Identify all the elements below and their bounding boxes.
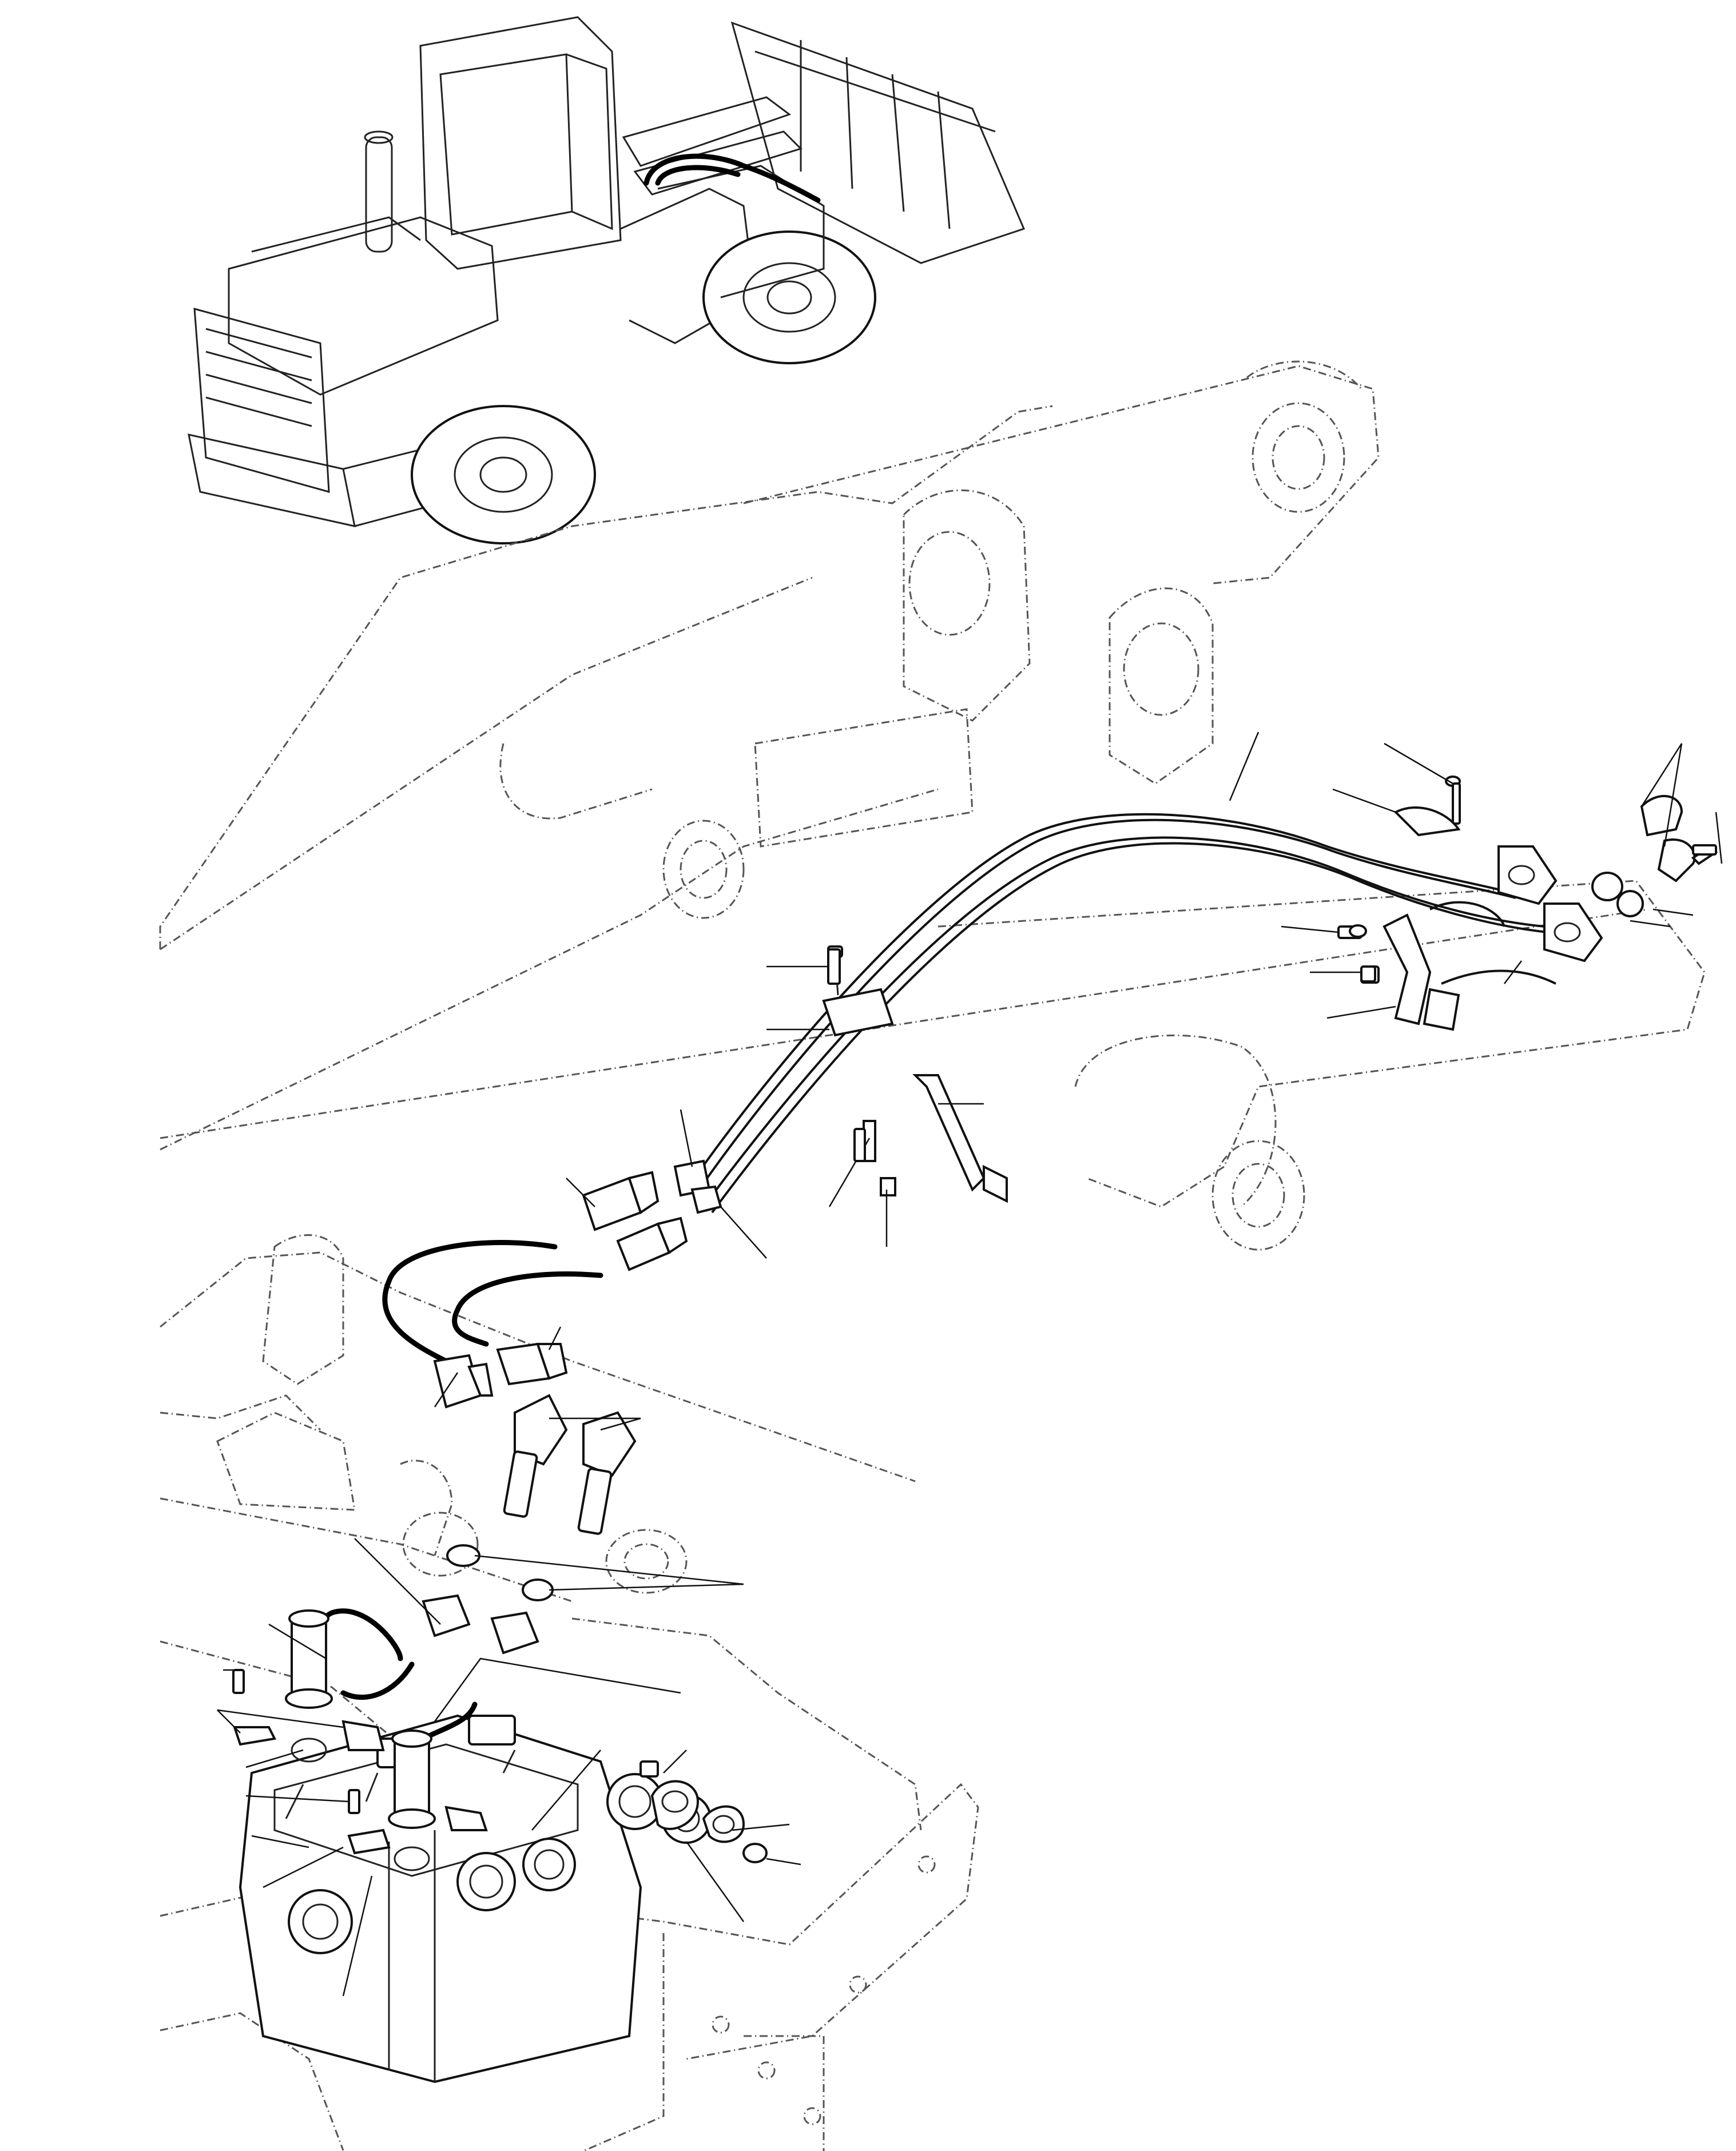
- elbow-adapters: [503, 1394, 637, 1535]
- valve-flange-clamps: [232, 1669, 488, 1871]
- callout-leader-lines: [217, 731, 1723, 1997]
- hose-end-fittings: [422, 1159, 722, 1655]
- valve-adapters: [285, 1609, 436, 1829]
- hose-clamp-set: [639, 1760, 768, 1863]
- control-valve-block: [239, 1714, 712, 2084]
- tube-flanges: [1497, 845, 1603, 963]
- flange-clamp-set-top: [1393, 776, 1718, 917]
- wheel-loader-overview: [188, 16, 1026, 544]
- boom-outline-phantom: [159, 360, 1706, 1251]
- steel-tube-assembly: [685, 813, 1556, 1214]
- hose-assembly-upper: [382, 1240, 603, 1364]
- bolts-and-nuts: [827, 782, 1717, 1162]
- adapter-nuts: [446, 1544, 554, 1601]
